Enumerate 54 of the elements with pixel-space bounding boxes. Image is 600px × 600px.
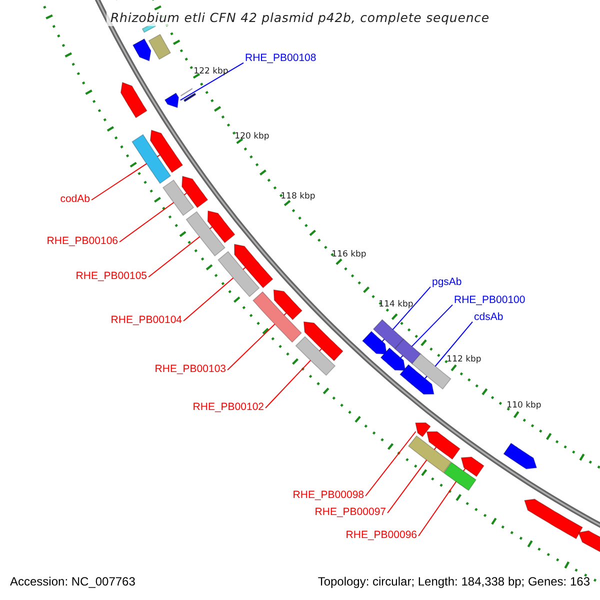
gene-label: RHE_PB00104 — [110, 315, 182, 327]
gene-label: RHE_PB00106 — [46, 236, 118, 248]
gene-feature — [443, 462, 477, 491]
gene-feature — [372, 319, 404, 350]
gene-feature — [132, 38, 152, 62]
footer-text: Topology: circular; Length: 184,338 bp; Genes: 163 — [318, 575, 590, 589]
gene-feature — [524, 498, 584, 540]
tick-label: 122 kbp — [194, 67, 228, 77]
gene-label: RHE_PB00100 — [454, 295, 526, 307]
tick-label: 112 kbp — [446, 355, 482, 365]
gene-label: RHE_PB00102 — [192, 402, 264, 414]
gene-feature — [218, 251, 260, 298]
gene-feature — [503, 442, 538, 470]
gene-label: codAb — [60, 194, 90, 206]
gene-feature — [164, 92, 180, 108]
gene-label: RHE_PB00108 — [245, 53, 316, 65]
tick-label: 114 kbp — [378, 300, 414, 310]
gene-feature — [362, 330, 388, 355]
gene-label: pgsAb — [432, 277, 462, 289]
gene-feature — [303, 321, 344, 362]
gene-feature — [183, 92, 196, 102]
gene-feature — [460, 456, 484, 478]
gene-feature — [399, 364, 434, 395]
gene-feature — [148, 34, 172, 60]
gene-feature — [120, 82, 148, 118]
footer-text: Accession: NC_007763 — [10, 575, 136, 589]
gene-label: RHE_PB00096 — [346, 530, 417, 542]
leader-line — [180, 62, 244, 101]
gene-label: RHE_PB00097 — [314, 507, 386, 519]
gene-label: RHE_PB00103 — [154, 364, 226, 376]
tick-label: 116 kbp — [332, 250, 366, 260]
gene-feature — [394, 338, 422, 365]
gene-label: RHE_PB00098 — [292, 490, 364, 502]
gene-feature — [380, 347, 406, 371]
gene-feature — [273, 289, 303, 320]
tick-label: 118 kbp — [280, 192, 316, 202]
tick-label: 110 kbp — [506, 401, 542, 411]
gene-feature — [132, 134, 172, 184]
gene-feature — [162, 180, 194, 216]
gene-feature — [252, 291, 302, 343]
gene-label: RHE_PB00105 — [76, 271, 147, 283]
gene-feature — [180, 88, 193, 97]
leader-line — [365, 431, 416, 496]
gene-feature — [234, 244, 274, 288]
gene-feature — [186, 211, 226, 256]
gene-feature — [150, 130, 184, 174]
gene-feature — [426, 431, 460, 460]
gene-feature — [182, 176, 208, 208]
gene-feature — [207, 210, 236, 244]
gene-feature — [415, 422, 431, 438]
gene-label: cdsAb — [474, 312, 504, 324]
gene-feature — [295, 336, 336, 376]
gene-feature — [408, 435, 452, 474]
tick-label: 120 kbp — [234, 132, 270, 142]
